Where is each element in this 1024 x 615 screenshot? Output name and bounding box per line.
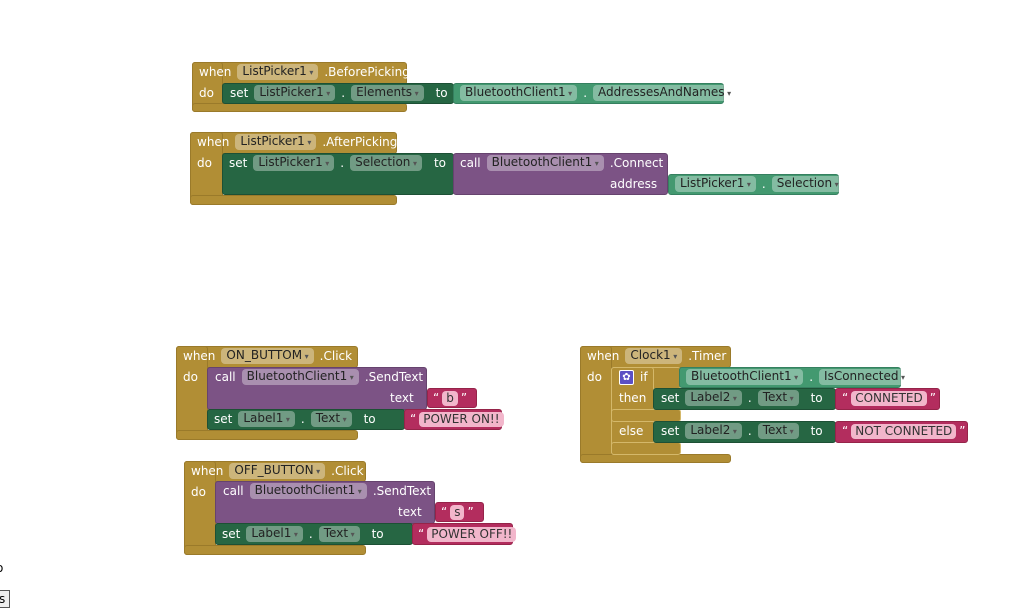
when-label: when [191,464,224,478]
component-dropdown[interactable]: Label1 [246,526,303,542]
set-label: set [222,527,241,541]
component-dropdown[interactable]: ListPicker1 [237,64,319,80]
call-label: call [215,370,236,384]
dot: . [747,391,752,405]
call-label: call [223,484,244,498]
text-value[interactable]: s [450,504,465,520]
component-dropdown[interactable]: Clock1 [625,348,683,364]
dot: . [761,177,766,191]
quote-close: ” [467,505,474,519]
quote-open: “ [433,391,440,405]
text-value[interactable]: NOT CONNETED [851,423,957,439]
component-dropdown[interactable]: BluetoothClient1 [486,155,604,171]
gear-icon[interactable]: ✿ [619,369,634,385]
event-label: .BeforePicking [324,65,410,79]
event-label: .Timer [688,349,727,363]
component-dropdown[interactable]: ListPicker1 [254,85,336,101]
property-dropdown[interactable]: Text [318,526,360,542]
component-dropdown[interactable]: BluetoothClient1 [249,483,367,499]
event-label: .AfterPicking [322,135,398,149]
event-label: .Click [331,464,364,478]
component-dropdown[interactable]: Label2 [685,390,742,406]
dot: . [341,86,346,100]
if-label: if [640,370,648,384]
when-label: when [199,65,232,79]
to-label: to [433,156,447,170]
property-dropdown[interactable]: Selection [771,176,844,192]
to-label: to [371,527,384,541]
component-dropdown[interactable]: BluetoothClient1 [460,85,578,101]
method-label: .SendText [372,484,432,498]
edge-button[interactable]: s [0,590,11,608]
dot: . [583,86,588,100]
do-label: do [587,370,602,384]
dot: . [747,424,752,438]
component-dropdown[interactable]: ListPicker1 [235,134,317,150]
when-label: when [197,135,230,149]
set-label: set [661,391,680,405]
do-label: do [183,370,198,384]
when-label: when [183,349,216,363]
event-label: .Click [319,349,353,363]
dot: . [340,156,345,170]
do-label: do [199,86,214,100]
quote-close: ” [929,391,936,405]
set-label: set [229,156,248,170]
to-label: to [363,412,376,426]
property-dropdown[interactable]: Elements [351,85,424,101]
property-dropdown[interactable]: IsConnected [819,369,911,385]
dot: . [809,370,814,384]
when-label: when [587,349,620,363]
component-dropdown[interactable]: Label2 [685,423,742,439]
text-value[interactable]: POWER ON!! [419,411,504,427]
else-label: else [619,424,644,438]
property-dropdown[interactable]: Text [757,390,799,406]
method-label: .Connect [609,156,664,170]
to-label: to [810,424,823,438]
text-arg-label: text [398,505,422,519]
quote-open: “ [418,527,425,541]
dot: . [300,412,305,426]
component-dropdown[interactable]: ListPicker1 [675,176,756,192]
then-label: then [619,391,647,405]
quote-close: ” [460,391,468,405]
address-label: address [610,177,658,191]
component-dropdown[interactable]: Label1 [238,411,295,427]
property-dropdown[interactable]: Text [757,423,799,439]
property-dropdown[interactable]: AddressesAndNames [593,85,737,101]
text-value[interactable]: b [442,390,458,406]
component-dropdown[interactable]: ListPicker1 [253,155,335,171]
property-dropdown[interactable]: Text [310,411,352,427]
property-dropdown[interactable]: Selection [350,155,422,171]
text-value[interactable]: POWER OFF!! [427,526,517,542]
quote-open: “ [842,424,849,438]
text-arg-label: text [390,391,414,405]
quote-close: ” [506,412,513,426]
quote-open: “ [842,391,849,405]
component-dropdown[interactable]: BluetoothClient1 [241,369,359,385]
quote-open: “ [441,505,448,519]
edge-text: o [0,561,3,575]
quote-close: ” [519,527,526,541]
text-value[interactable]: CONNETED [851,390,927,406]
to-label: to [435,86,448,100]
component-dropdown[interactable]: OFF_BUTTON [229,463,326,479]
component-dropdown[interactable]: ON_BUTTOM [221,348,314,364]
to-label: to [810,391,823,405]
do-label: do [191,485,206,499]
set-label: set [214,412,233,426]
set-label: set [661,424,680,438]
dot: . [308,527,313,541]
call-label: call [460,156,481,170]
do-label: do [197,156,212,170]
set-label: set [230,86,249,100]
quote-close: ” [959,424,966,438]
component-dropdown[interactable]: BluetoothClient1 [686,369,804,385]
method-label: .SendText [364,370,424,384]
quote-open: “ [410,412,417,426]
